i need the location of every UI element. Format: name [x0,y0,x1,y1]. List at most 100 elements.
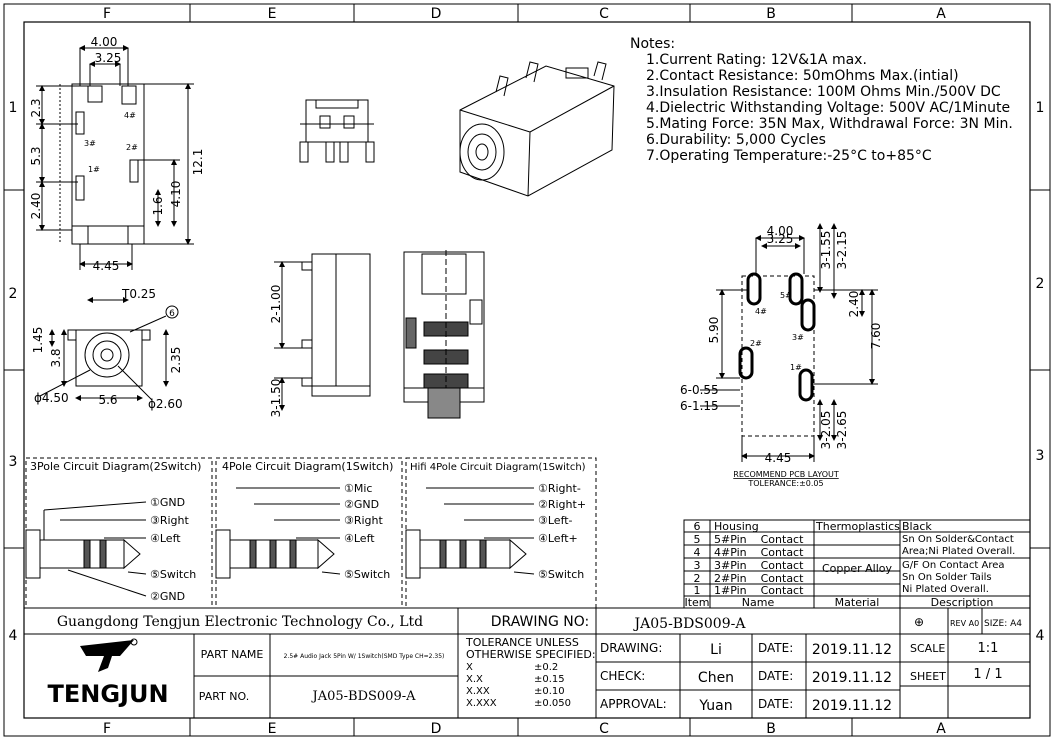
tol-xxxx: X.XXX [466,698,497,709]
approval-label: APPROVAL: [600,697,667,711]
note-1: 1.Current Rating: 12V&1A max. [646,52,867,68]
bom-name-6: Housing [714,520,759,533]
circuit-2-label-5: ⑤Switch [344,568,390,581]
circuit-1-label-4: ⑤Switch [150,568,196,581]
bom-name-2: 2#Pin Contact [714,572,804,585]
side-dim-2-1-00: 2-1.00 [269,285,283,324]
zone-row-4: 4 [9,628,18,644]
bom-header-item: Item [684,596,709,609]
bom-item-5: 5 [694,533,701,546]
pcb-dim-6-1-15: 6-1.15 [680,399,719,413]
note-3: 3.Insulation Resistance: 100M Ohms Min./… [646,84,1001,100]
bom-header-description: Description [931,596,994,609]
scale-label: SCALE [910,642,945,655]
check-label: CHECK: [600,669,645,683]
side-view [274,253,371,411]
note-4: 4.Dielectric Withstanding Voltage: 500V … [646,100,1010,116]
date-2: 2019.11.12 [812,670,892,686]
pcb-dim-4-00: 4.00 [767,224,794,238]
bom-name-3: 3#Pin Contact [714,559,804,572]
top-dim-width: 4.00 [91,35,118,49]
bom-desc-line-1: Sn On Solder&Contact [902,534,1014,545]
date-label-3: DATE: [758,697,793,711]
pcb-layout [700,223,878,462]
sheet-value: 1 / 1 [973,667,1002,682]
zone-row-1: 1 [9,100,18,116]
circuit-1-title: 3Pole Circuit Diagram(2Switch) [30,460,201,473]
zone-row-1-right: 1 [1036,100,1045,116]
date-3: 2019.11.12 [812,698,892,714]
circuit-plugs [25,487,535,597]
pcb-pin-4: 4# [755,307,767,316]
tolerance-title-1: TOLERANCE UNLESS [465,636,579,649]
pcb-dim-2-40: 2.40 [847,291,861,318]
front-dim-d2-60: ϕ2.60 [148,397,183,411]
tol-xxx: X.XX [466,686,490,697]
part-no-label: PART NO. [199,690,249,703]
zone-col-f: F [103,6,111,22]
bom-desc-line-3: G/F On Contact Area [902,560,1005,571]
tol-x: X [466,662,473,673]
pcb-dim-3-2-65: 3-2.65 [835,411,849,450]
top-dim-2-40: 2.40 [29,193,43,220]
top-dim-4-45: 4.45 [93,259,120,273]
note-5: 5.Mating Force: 35N Max, Withdrawal Forc… [646,116,1013,132]
pcb-dim-3-25: 3.25 [767,232,794,246]
circuit-3-label-2: ②Right+ [538,498,586,511]
zone-row-2: 2 [9,286,18,302]
zone-col-b: B [766,6,776,22]
zone-ticks [4,4,1050,736]
company-logo: TENGJUN [47,638,169,708]
top-dim-5-3: 5.3 [29,146,43,165]
pcb-pin-1: 1# [790,363,802,372]
pcb-dim-3-1-55: 3-1.55 [819,231,833,270]
bom-item-4: 4 [694,546,701,559]
zone-col-a: A [936,6,946,22]
bom-name-5: 5#Pin Contact [714,533,804,546]
bom-desc-line-2: Area;Ni Plated Overall. [902,546,1015,557]
date-1: 2019.11.12 [812,642,892,658]
part-name: 2.5# Audio Jack 5Pin W/ 1Switch(SMD Type… [284,653,445,660]
tol-xx: X.X [466,674,483,685]
zone-col-a-bottom: A [936,721,946,737]
tol-xxx-val: ±0.10 [534,686,565,697]
check-by: Chen [698,670,734,686]
zone-col-c-bottom: C [599,721,609,737]
logo-text: TENGJUN [47,680,168,708]
top-pin-1: 1# [88,165,100,174]
tol-x-val: ±0.2 [534,662,558,673]
circuit-2-label-4: ④Left [344,532,375,545]
front-dim-5-6: 5.6 [98,393,117,407]
top-dim-4-10: 4.10 [169,181,183,208]
circuit-2-title: 4Pole Circuit Diagram(1Switch) [222,460,393,473]
note-6: 6.Durability: 5,000 Cycles [646,132,826,148]
circuit-1-label-5: ②GND [150,590,185,603]
top-pin-4: 4# [124,111,136,120]
pcb-dim-6-0-55: 6-0.55 [680,383,719,397]
drawing-by: Li [710,642,722,658]
zone-col-d: D [431,6,442,22]
front-dim-d4-50: ϕ4.50 [34,391,69,405]
circuit-3-label-3: ③Left- [538,514,573,527]
circuit-3-label-1: ①Right- [538,482,581,495]
balloon-6: 6 [169,309,175,319]
note-7: 7.Operating Temperature:-25°C to+85°C [646,148,932,164]
bom-item-6: 6 [694,520,701,533]
circuit-1-label-3: ④Left [150,532,181,545]
front-dim-1-45: 1.45 [31,327,45,354]
title-block-grid [24,607,1030,718]
revision: REV A0 [950,619,979,628]
pcb-title: RECOMMEND PCB LAYOUT [733,470,839,479]
top-view [36,45,194,270]
bom-item-1: 1 [694,584,701,597]
side-dim-3-1-50: 3-1.50 [269,379,283,418]
bom-name-1: 1#Pin Contact [714,584,804,597]
pcb-dim-4-45: 4.45 [765,451,792,465]
bom-name-4: 4#Pin Contact [714,546,804,559]
zone-col-f-bottom: F [103,721,111,737]
approval-by: Yuan [698,698,732,714]
pcb-pin-3: 3# [792,333,804,342]
pcb-pin-2: 2# [750,339,762,348]
zone-row-3-right: 3 [1036,448,1045,464]
iso-view [459,61,615,197]
